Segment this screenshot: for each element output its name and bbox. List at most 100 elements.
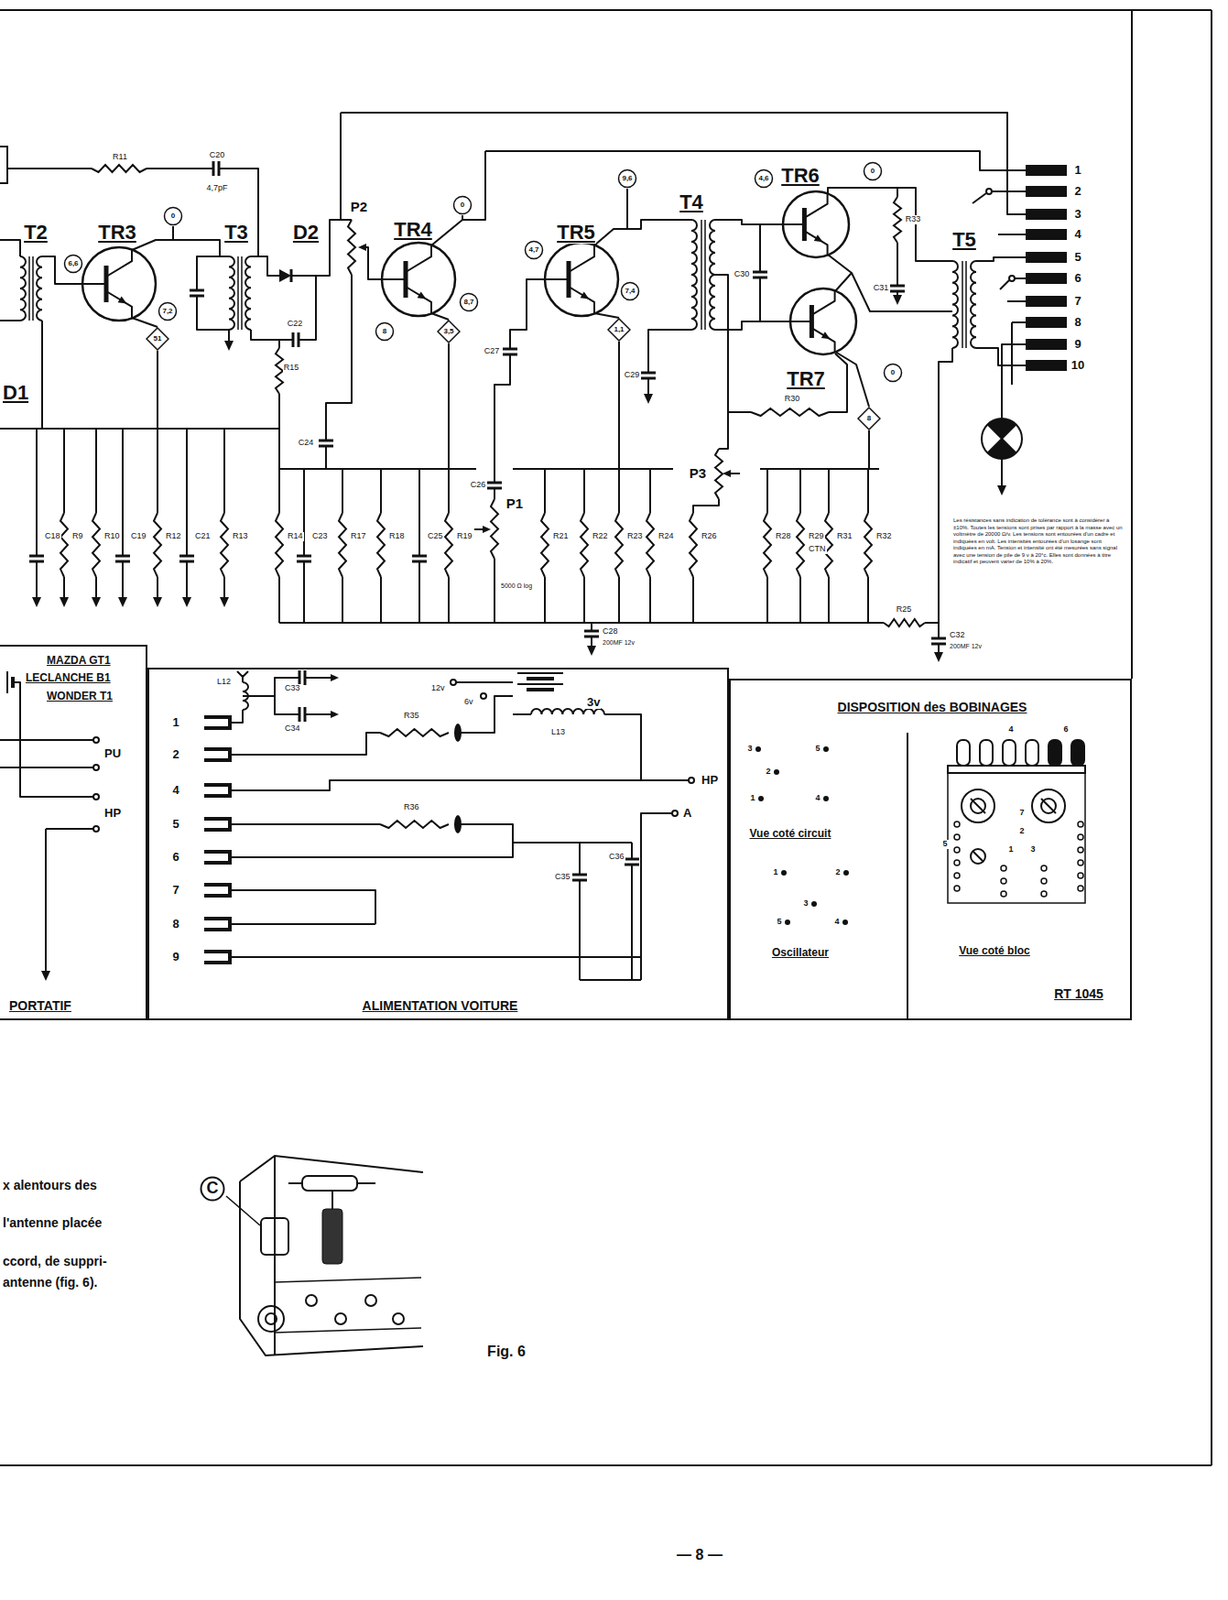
wire (156, 350, 159, 429)
voltage-value: 8,7 (463, 298, 474, 307)
body-text: ccord, de suppri- (1, 1254, 109, 1269)
wire (965, 260, 968, 348)
resistor-symbol (220, 512, 229, 577)
ground-symbol (41, 970, 51, 981)
wire (325, 445, 327, 469)
coil-symbol (709, 219, 716, 330)
wire (543, 576, 546, 623)
circle-shape (82, 247, 156, 321)
voltage-value: 7,2 (162, 307, 173, 316)
coil-symbol (691, 219, 697, 330)
wire (366, 247, 382, 280)
circle-shape (1077, 872, 1084, 879)
battery-type: MAZDA GT1 (45, 654, 112, 667)
wire (41, 320, 44, 429)
pin-dot (755, 746, 761, 752)
pin-dot (784, 919, 791, 925)
resistor-symbol (275, 512, 283, 577)
figure-caption: Fig. 6 (486, 1343, 527, 1360)
wire (288, 1182, 303, 1185)
voltage-circle: 7,2 (157, 301, 178, 322)
connector-socket (204, 717, 230, 729)
voltage-value: 0 (870, 167, 875, 176)
pin-number: 1 (1007, 845, 1014, 855)
panel-heading: PORTATIF (7, 999, 74, 1013)
wire (1210, 10, 1213, 1466)
terminal-label: 3v (586, 695, 601, 709)
current-value: 8 (867, 414, 871, 424)
wire (0, 738, 94, 741)
ground-symbol (32, 597, 42, 608)
wire (447, 576, 450, 623)
component-value: 5000 Ω log (499, 582, 533, 590)
component-label: CTN (807, 544, 827, 555)
capacitor-plate (487, 481, 502, 485)
wire (418, 561, 421, 623)
component-label: R29 (807, 532, 826, 542)
pin-dot (758, 795, 764, 802)
circle-shape (265, 1313, 277, 1325)
wire (82, 282, 107, 285)
voltage-value: 4,6 (758, 174, 769, 184)
circle-shape (790, 288, 857, 355)
wire (868, 430, 870, 469)
wire (811, 327, 835, 352)
connector-pin (1025, 228, 1067, 240)
wire (223, 576, 226, 598)
wire (618, 468, 620, 513)
voltage-circle: C (199, 1175, 226, 1202)
wire (456, 681, 513, 684)
body-text: antenne (fig. 6). (1, 1275, 98, 1290)
voltage-circle: 0 (163, 206, 184, 227)
arrow-head (482, 525, 491, 533)
circle-shape (954, 859, 960, 866)
wire (7, 167, 92, 170)
wire (693, 499, 719, 513)
part-name: TR6 (780, 164, 821, 187)
component-label: R36 (402, 803, 421, 813)
pin-number: 4 (1007, 725, 1014, 735)
wire (380, 576, 382, 623)
wire (976, 257, 1026, 261)
wire (229, 890, 376, 924)
wire (0, 766, 94, 769)
wire (44, 828, 47, 971)
wire (95, 428, 98, 513)
component-label: C32 (948, 630, 967, 641)
wire (461, 695, 513, 733)
voltage-circle: 6,6 (63, 253, 84, 274)
wire (543, 468, 546, 513)
pin-number: 5 (775, 917, 783, 927)
wire (485, 151, 1026, 171)
component-label: C21 (194, 532, 212, 542)
capacitor-plate (212, 161, 216, 176)
circle-shape (986, 188, 992, 195)
pin-number: 10 (1070, 358, 1086, 372)
capacitor-plate (890, 284, 905, 288)
trimmer-body (260, 1217, 289, 1255)
wire (579, 978, 642, 981)
resistor-symbol (153, 512, 162, 577)
battery-plate (517, 672, 564, 674)
wire (626, 188, 629, 229)
node-shape (159, 303, 177, 321)
pin-dot (843, 869, 849, 876)
node-shape (884, 364, 902, 382)
potentiometer-label: P2 (349, 199, 369, 216)
pin-number: 8 (171, 917, 180, 931)
circle-shape (954, 885, 960, 892)
node-shape (65, 255, 83, 273)
circle-shape (1000, 865, 1007, 871)
voltage-circle: 0 (862, 161, 883, 182)
wire (1130, 10, 1133, 679)
transistor-base (104, 265, 109, 303)
part-name: T2 (22, 221, 49, 244)
voltage-circle: 7,4 (619, 281, 641, 302)
wire (804, 194, 827, 218)
ground-symbol (224, 340, 234, 351)
coil-symbol (20, 256, 26, 321)
wire (630, 864, 633, 980)
voltage-value: 0 (891, 369, 895, 378)
component-label: 12v (430, 684, 446, 694)
circle-shape (954, 847, 960, 853)
